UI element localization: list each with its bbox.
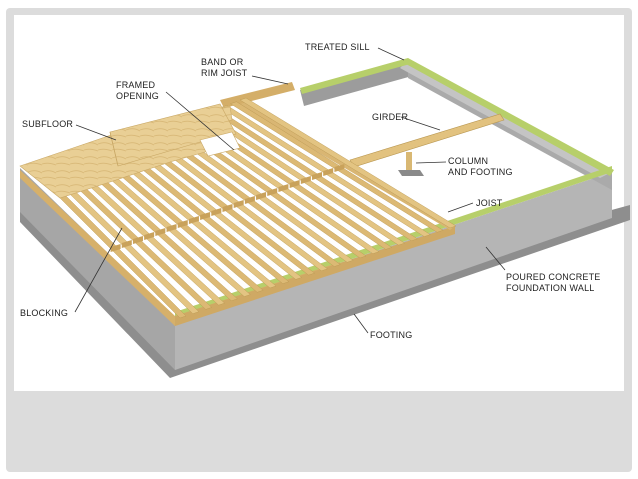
block: [144, 232, 155, 240]
label-footing: FOOTING: [370, 330, 413, 340]
joist: [239, 97, 457, 229]
block: [244, 196, 255, 204]
label-blocking: BLOCKING: [20, 308, 69, 318]
column-and-footing: [398, 152, 424, 176]
block: [132, 236, 143, 244]
block: [323, 168, 334, 176]
blocking: [110, 164, 345, 252]
label-joist: JOIST: [476, 198, 503, 208]
block: [155, 228, 166, 236]
block: [334, 164, 345, 172]
label-girder: GIRDER: [372, 112, 409, 122]
block: [278, 184, 289, 192]
framed-opening: [199, 131, 241, 157]
block: [300, 176, 311, 184]
block: [233, 200, 244, 208]
label-treated-sill: TREATED SILL: [305, 42, 370, 52]
block: [256, 192, 267, 200]
leader-lines: [74, 47, 506, 334]
label-poured-concrete-foundation-wall: POURED CONCRETE FOUNDATION WALL: [506, 272, 601, 293]
block: [312, 172, 323, 180]
block: [166, 224, 177, 232]
block: [267, 188, 278, 196]
block: [110, 244, 121, 252]
block: [211, 208, 222, 216]
label-band-or-rim-joist: BAND OR RIM JOIST: [201, 57, 248, 78]
block: [177, 220, 188, 228]
label-column-and-footing: COLUMN AND FOOTING: [448, 156, 513, 177]
block: [200, 212, 211, 220]
block: [188, 216, 199, 224]
block: [222, 204, 233, 212]
block: [289, 180, 300, 188]
block: [121, 240, 132, 248]
label-subfloor: SUBFLOOR: [22, 119, 74, 129]
label-framed-opening: FRAMED OPENING: [116, 80, 159, 101]
